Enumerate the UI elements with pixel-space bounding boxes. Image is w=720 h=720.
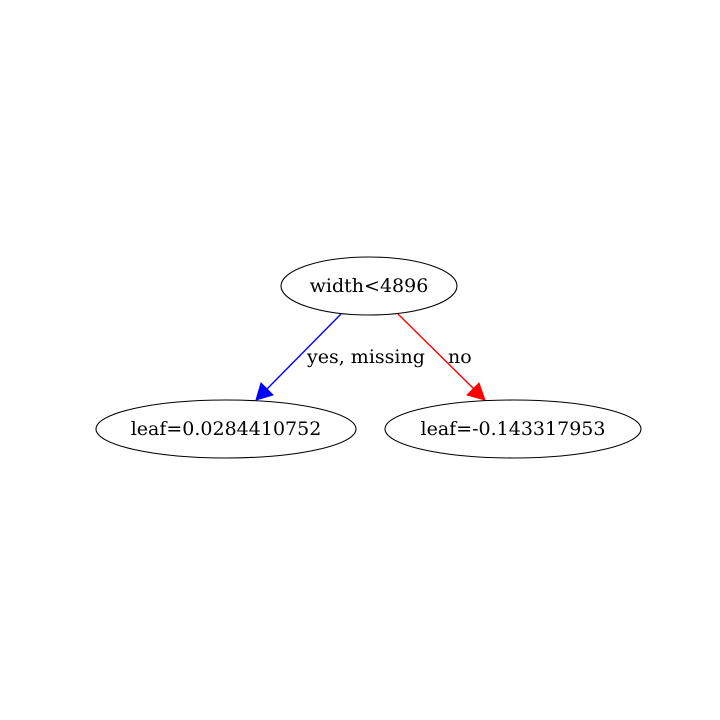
right-leaf-node: leaf=-0.143317953 xyxy=(384,399,642,459)
left-leaf-label: leaf=0.0284410752 xyxy=(131,418,322,440)
edge-yes-arrowhead xyxy=(255,382,274,401)
right-leaf-label: leaf=-0.143317953 xyxy=(421,418,606,440)
edge-yes-label: yes, missing xyxy=(306,346,425,368)
edge-no: no xyxy=(397,313,486,401)
right-leaf-ellipse xyxy=(384,399,642,459)
edge-yes-line xyxy=(265,313,342,391)
edge-no-arrowhead xyxy=(466,382,486,401)
edge-no-line xyxy=(397,313,476,391)
edge-yes-missing: yes, missing xyxy=(255,313,425,401)
root-node-ellipse xyxy=(280,256,458,316)
root-node-label: width<4896 xyxy=(310,275,429,297)
root-node: width<4896 xyxy=(280,256,458,316)
left-leaf-ellipse xyxy=(95,399,357,459)
edge-no-label: no xyxy=(448,346,472,368)
left-leaf-node: leaf=0.0284410752 xyxy=(95,399,357,459)
